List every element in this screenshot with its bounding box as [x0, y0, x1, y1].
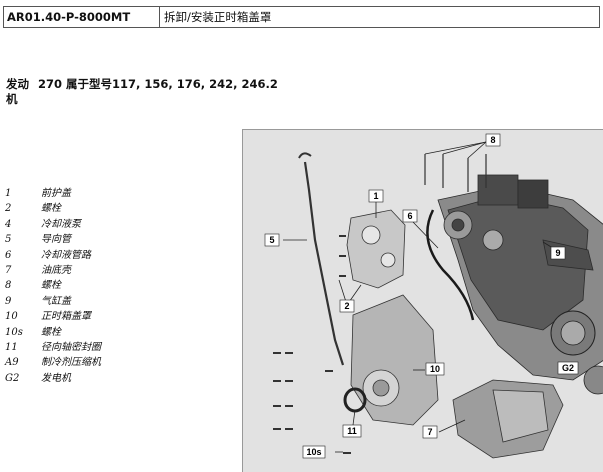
- legend-row: A9 制冷剂压缩机: [5, 355, 235, 370]
- legend-description: 导向管: [41, 234, 71, 246]
- callout-11: 11: [347, 426, 357, 436]
- callout-6: 6: [407, 211, 412, 221]
- timing-case-cover: [350, 294, 439, 426]
- legend-row: 4 冷却液泵: [5, 217, 235, 232]
- legend-description: 冷却液泵: [41, 218, 81, 230]
- cylinder-head-bolts: [424, 154, 487, 192]
- legend-description: 正时箱盖罩: [41, 311, 91, 323]
- legend-row: 8 螺栓: [5, 278, 235, 293]
- generator: [550, 310, 603, 395]
- parts-legend: 1 前护盖 2 螺栓 4 冷却液泵 5 导向管 6 冷却液管路 7 油底壳 8 螺栓 9 气缸盖…: [5, 186, 235, 386]
- engine-exploded-view-figure: 1 2 5 6 7 8 9 10 10s 11 G2: [242, 129, 603, 472]
- callout-labels: 1 2 5 6 7 8 9 10 10s 11 G2: [264, 133, 579, 459]
- legend-number: G2: [5, 372, 20, 384]
- document-code: AR01.40-P-8000MT: [4, 7, 160, 27]
- legend-number: 11: [5, 341, 18, 353]
- legend-description: 螺栓: [41, 280, 61, 292]
- legend-row: 9 气缸盖: [5, 294, 235, 309]
- legend-row: 10 正时箱盖罩: [5, 309, 235, 324]
- callout-2: 2: [344, 301, 349, 311]
- legend-number: 2: [5, 203, 12, 215]
- callout-leader-lines: [283, 141, 562, 453]
- dipstick-guide-tube: [298, 152, 345, 366]
- legend-description: 冷却液管路: [41, 249, 91, 261]
- legend-description: 前护盖: [41, 188, 71, 199]
- callout-9: 9: [555, 248, 560, 258]
- engine-illustration: 1 2 5 6 7 8 9 10 10s 11 G2: [264, 133, 603, 459]
- callout-5: 5: [269, 235, 274, 245]
- legend-number: 1: [5, 188, 12, 199]
- legend-row: 10s 螺栓: [5, 325, 235, 340]
- callout-10s: 10s: [306, 447, 321, 457]
- legend-row: 11 径向轴密封圈: [5, 340, 235, 355]
- legend-number: 5: [5, 234, 12, 246]
- callout-1: 1: [373, 191, 378, 201]
- legend-description: 发电机: [41, 372, 71, 384]
- legend-description: 气缸盖: [41, 295, 71, 307]
- legend-row: 7 油底壳: [5, 263, 235, 278]
- legend-row: 5 导向管: [5, 232, 235, 247]
- legend-description: 制冷剂压缩机: [41, 357, 101, 369]
- section-label: 发动机: [6, 77, 29, 106]
- legend-number: 6: [5, 249, 12, 261]
- legend-number: 10s: [5, 326, 23, 338]
- legend-number: A9: [5, 357, 19, 369]
- front-cover: [346, 209, 406, 289]
- legend-row: 2 螺栓: [5, 201, 235, 216]
- legend-row: 1 前护盖: [5, 186, 235, 201]
- callout-G2: G2: [562, 363, 574, 373]
- legend-number: 9: [5, 295, 12, 307]
- legend-description: 油底壳: [41, 264, 71, 276]
- document-title: 拆卸/安装正时箱盖罩: [164, 10, 272, 24]
- oil-pan: [452, 379, 564, 459]
- loose-bolts: [273, 235, 351, 454]
- document-header-table: AR01.40-P-8000MT 拆卸/安装正时箱盖罩: [3, 6, 600, 28]
- legend-number: 4: [5, 218, 12, 230]
- legend-description: 径向轴密封圈: [41, 341, 101, 353]
- legend-description: 螺栓: [41, 326, 61, 338]
- callout-7: 7: [427, 427, 432, 437]
- legend-number: 10: [5, 311, 18, 323]
- callout-10: 10: [430, 364, 440, 374]
- legend-number: 7: [5, 264, 12, 276]
- legend-number: 8: [5, 280, 12, 292]
- legend-row: 6 冷却液管路: [5, 248, 235, 263]
- legend-row: G2 发电机: [5, 371, 235, 386]
- section-text: 270 属于型号117, 156, 176, 242, 246.2: [38, 77, 278, 91]
- callout-8: 8: [490, 135, 495, 145]
- legend-description: 螺栓: [41, 203, 61, 215]
